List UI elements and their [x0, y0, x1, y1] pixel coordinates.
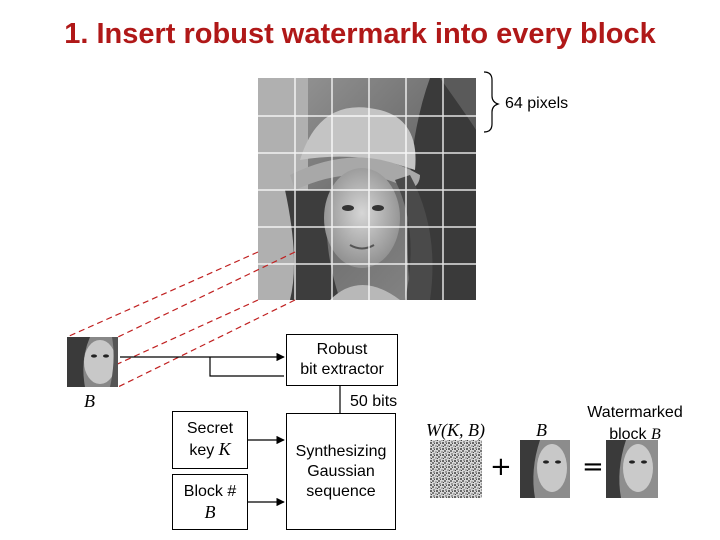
secret-key-line1: Secret	[186, 420, 234, 437]
secret-key-line2: key K	[189, 439, 231, 459]
watermark-label: W(K, B)	[426, 420, 485, 440]
watermarked-line2: block B	[609, 426, 661, 443]
watermark-noise-tile	[430, 440, 482, 498]
plus-operator: +	[490, 452, 512, 482]
block-number-line2: B	[204, 502, 216, 522]
thumbnail-block	[67, 337, 118, 387]
thumbnail-label: B	[84, 391, 95, 411]
block-number-line1: Block #	[183, 483, 237, 500]
block-number-box: Block # B	[172, 474, 248, 530]
watermarked-block-tile	[606, 440, 658, 498]
block-b-label: B	[536, 420, 547, 440]
block-size-label: 64 pixels	[505, 95, 569, 112]
bits-label: 50 bits	[350, 393, 398, 410]
extractor-line1: Robust	[316, 341, 368, 358]
extractor-line2: bit extractor	[300, 361, 384, 378]
portrait-image	[258, 78, 476, 300]
synthesizing-gaussian-box: Synthesizing Gaussian sequence	[286, 413, 396, 530]
block-grid	[258, 78, 476, 300]
watermarked-line1: Watermarked	[587, 404, 683, 421]
synth-line3: sequence	[306, 482, 376, 500]
size-brace	[483, 71, 500, 133]
watermarked-label: Watermarked block B	[575, 402, 695, 446]
robust-bit-extractor-box: Robust bit extractor	[286, 334, 398, 386]
synth-line2: Gaussian	[307, 462, 375, 480]
synth-line1: Synthesizing	[295, 442, 387, 460]
equals-operator: =	[582, 452, 604, 482]
slide-title: 1. Insert robust watermark into every bl…	[64, 18, 656, 50]
block-b-tile	[520, 440, 570, 498]
secret-key-box: Secret key K	[172, 411, 248, 469]
